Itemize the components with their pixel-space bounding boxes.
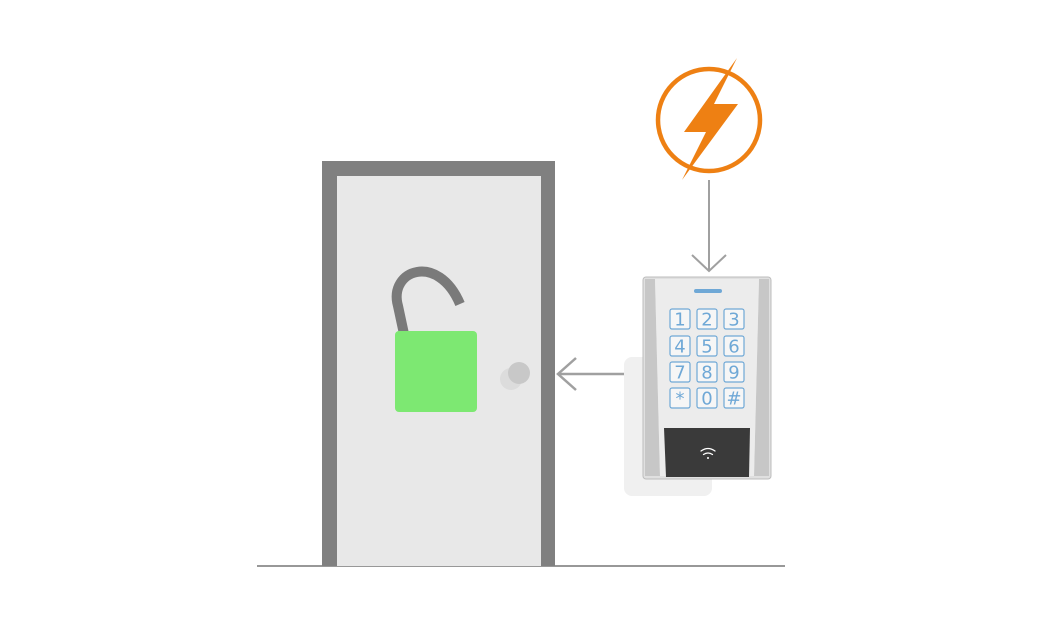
keypad-key-border bbox=[696, 335, 718, 357]
keypad-key-label: 5 bbox=[701, 337, 712, 358]
padlock-shackle bbox=[391, 266, 465, 336]
keypad-key-border bbox=[723, 361, 745, 383]
keypad-key-6[interactable]: 6 bbox=[723, 335, 745, 358]
keypad-key-0[interactable]: 0 bbox=[696, 387, 718, 410]
keypad-key-2[interactable]: 2 bbox=[696, 308, 718, 331]
keypad-key-label: 9 bbox=[728, 363, 739, 384]
keypad-key-border bbox=[723, 308, 745, 330]
keypad-key-7[interactable]: 7 bbox=[669, 361, 691, 384]
keypad-key-label: * bbox=[676, 389, 685, 410]
keypad-key-border bbox=[669, 387, 691, 409]
keypad-key-hash[interactable]: # bbox=[723, 387, 745, 410]
keypad-key-4[interactable]: 4 bbox=[669, 335, 691, 358]
keypad-key-5[interactable]: 5 bbox=[696, 335, 718, 358]
keypad-key-border bbox=[696, 387, 718, 409]
keypad-key-label: 0 bbox=[701, 389, 712, 410]
keypad-key-border bbox=[723, 387, 745, 409]
power-to-keypad-arrow bbox=[691, 180, 727, 273]
keypad-key-label: 2 bbox=[701, 310, 712, 331]
keypad-key-3[interactable]: 3 bbox=[723, 308, 745, 331]
keypad-key-label: 4 bbox=[674, 337, 685, 358]
keypad-key-border bbox=[669, 335, 691, 357]
keypad-key-label: 6 bbox=[728, 337, 739, 358]
keypad-key-border bbox=[723, 335, 745, 357]
keypad-key-label: 1 bbox=[674, 310, 685, 331]
lightning-bolt-icon bbox=[682, 58, 738, 180]
door-knob bbox=[508, 362, 530, 384]
keypad-key-label: 8 bbox=[701, 363, 712, 384]
keypad-key-label: # bbox=[726, 389, 741, 410]
keypad-key-label: 7 bbox=[674, 363, 685, 384]
keypad-key-9[interactable]: 9 bbox=[723, 361, 745, 384]
padlock-body bbox=[395, 331, 477, 412]
status-indicator bbox=[694, 289, 722, 293]
keypad-key-border bbox=[696, 308, 718, 330]
keypad-key-1[interactable]: 1 bbox=[669, 308, 691, 331]
keypad-key-border bbox=[696, 361, 718, 383]
wireless-contactless-icon bbox=[700, 447, 716, 459]
keypad-key-star[interactable]: * bbox=[669, 387, 691, 410]
keypad-key-8[interactable]: 8 bbox=[696, 361, 718, 384]
keypad-key-label: 3 bbox=[728, 310, 739, 331]
keypad-key-border bbox=[669, 361, 691, 383]
unlocked-padlock-icon bbox=[391, 266, 477, 412]
power-source bbox=[655, 58, 763, 180]
keypad-key-border bbox=[669, 308, 691, 330]
